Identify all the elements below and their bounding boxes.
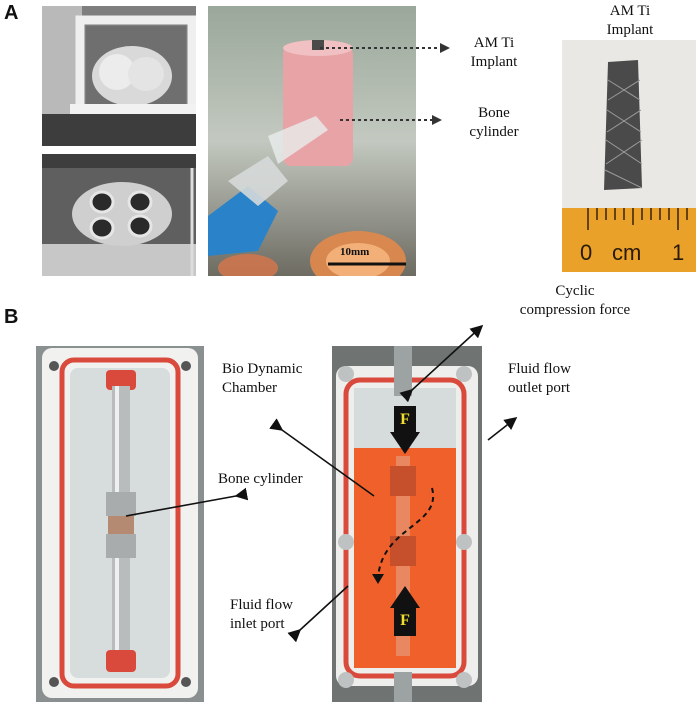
panel-a-letter: A xyxy=(4,2,19,24)
chamber-medium-photo: F F xyxy=(332,346,482,702)
panel-b-leader-arrows xyxy=(125,324,518,643)
panel-b-letter: B xyxy=(4,306,19,328)
bone-cylinder-photo: 10mm xyxy=(208,6,416,276)
force-label-top: F xyxy=(400,411,410,428)
femoral-head-jig-photo xyxy=(42,6,196,146)
scale-bar-label: 10mm xyxy=(340,246,370,258)
ruler-zero-label: 0 xyxy=(580,240,593,265)
flow-path-dashed xyxy=(372,487,435,584)
inlet-port-label: Fluid flow inlet port xyxy=(230,597,293,632)
cyclic-force-label: Cyclic compression force xyxy=(519,283,631,318)
drilled-cores-photo xyxy=(42,154,196,276)
bone-callout-label: Bone cylinder xyxy=(469,105,519,140)
panel-a-callout-arrows xyxy=(320,43,450,125)
bio-dynamic-chamber-label: Bio Dynamic Chamber xyxy=(222,361,303,396)
ruler-unit-label: cm xyxy=(612,240,642,265)
bone-cylinder-label: Bone cylinder xyxy=(218,471,303,487)
chamber-empty-photo xyxy=(36,346,204,702)
outlet-port-label: Fluid flow outlet port xyxy=(508,361,571,396)
implant-callout-label: AM Ti Implant xyxy=(470,35,518,70)
force-arrow-bottom: F xyxy=(390,586,420,636)
implant-ruler-photo: 0 cm 1 xyxy=(562,40,696,272)
force-arrow-top: F xyxy=(390,406,420,454)
ruler-one-label: 1 xyxy=(672,240,685,265)
force-label-bottom: F xyxy=(400,612,410,629)
implant-photo-title: AM Ti Implant xyxy=(606,3,654,38)
